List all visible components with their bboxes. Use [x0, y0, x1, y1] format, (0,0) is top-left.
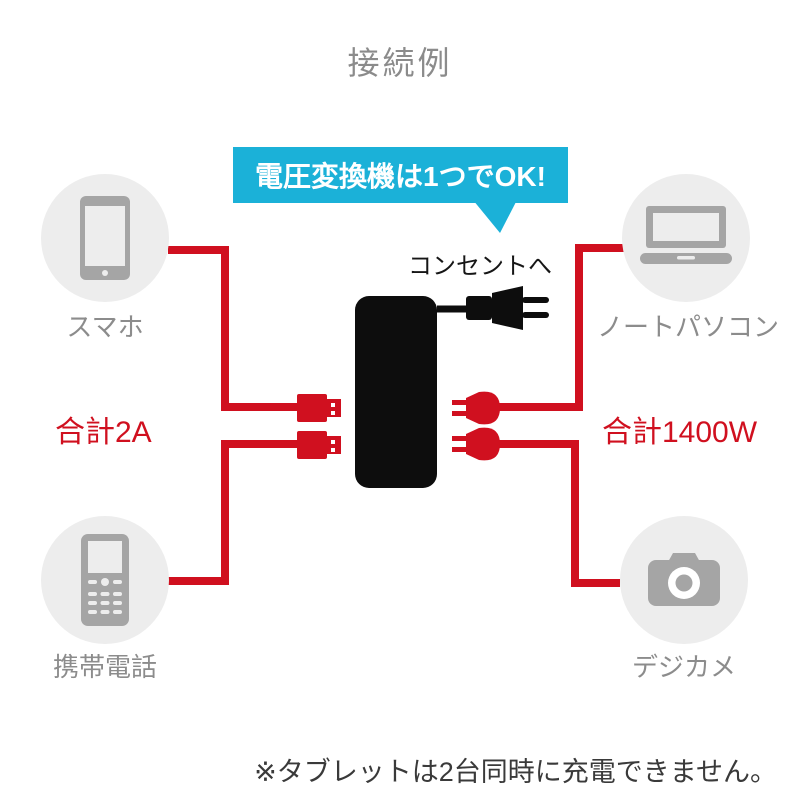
camera-icon	[648, 553, 720, 606]
left-total-label: 合計2A	[55, 416, 152, 449]
usb-connector-icon	[297, 431, 341, 459]
label-feature-phone: 携帯電話	[52, 652, 157, 682]
cable-smartphone	[168, 246, 298, 411]
cable-laptop	[498, 244, 624, 411]
cable-camera	[498, 440, 620, 587]
callout-text: 電圧変換機は1つでOK!	[255, 161, 546, 192]
device-camera	[620, 516, 748, 644]
device-smartphone	[41, 174, 169, 302]
power-plug-icon	[452, 427, 500, 461]
footnote: ※タブレットは2台同時に充電できません。	[254, 757, 777, 787]
laptop-icon	[640, 206, 732, 264]
page-title: 接続例	[347, 45, 453, 81]
callout-tail	[473, 200, 517, 233]
smartphone-icon	[80, 196, 130, 280]
device-laptop	[622, 174, 750, 302]
voltage-converter-body	[355, 296, 437, 488]
device-feature-phone	[41, 516, 169, 644]
feature-phone-icon	[81, 534, 129, 626]
callout-bubble: 電圧変換機は1つでOK!	[233, 147, 568, 203]
usb-connector-icon	[297, 394, 341, 422]
power-plug-icon	[452, 391, 500, 425]
label-camera: デジカメ	[631, 652, 736, 682]
outlet-label: コンセントへ	[408, 253, 552, 280]
cable-feature-phone	[168, 440, 298, 585]
right-total-label: 合計1400W	[602, 416, 758, 449]
label-laptop: ノートパソコン	[596, 312, 779, 342]
wall-plug-icon	[466, 286, 549, 330]
label-smartphone: スマホ	[66, 312, 144, 342]
